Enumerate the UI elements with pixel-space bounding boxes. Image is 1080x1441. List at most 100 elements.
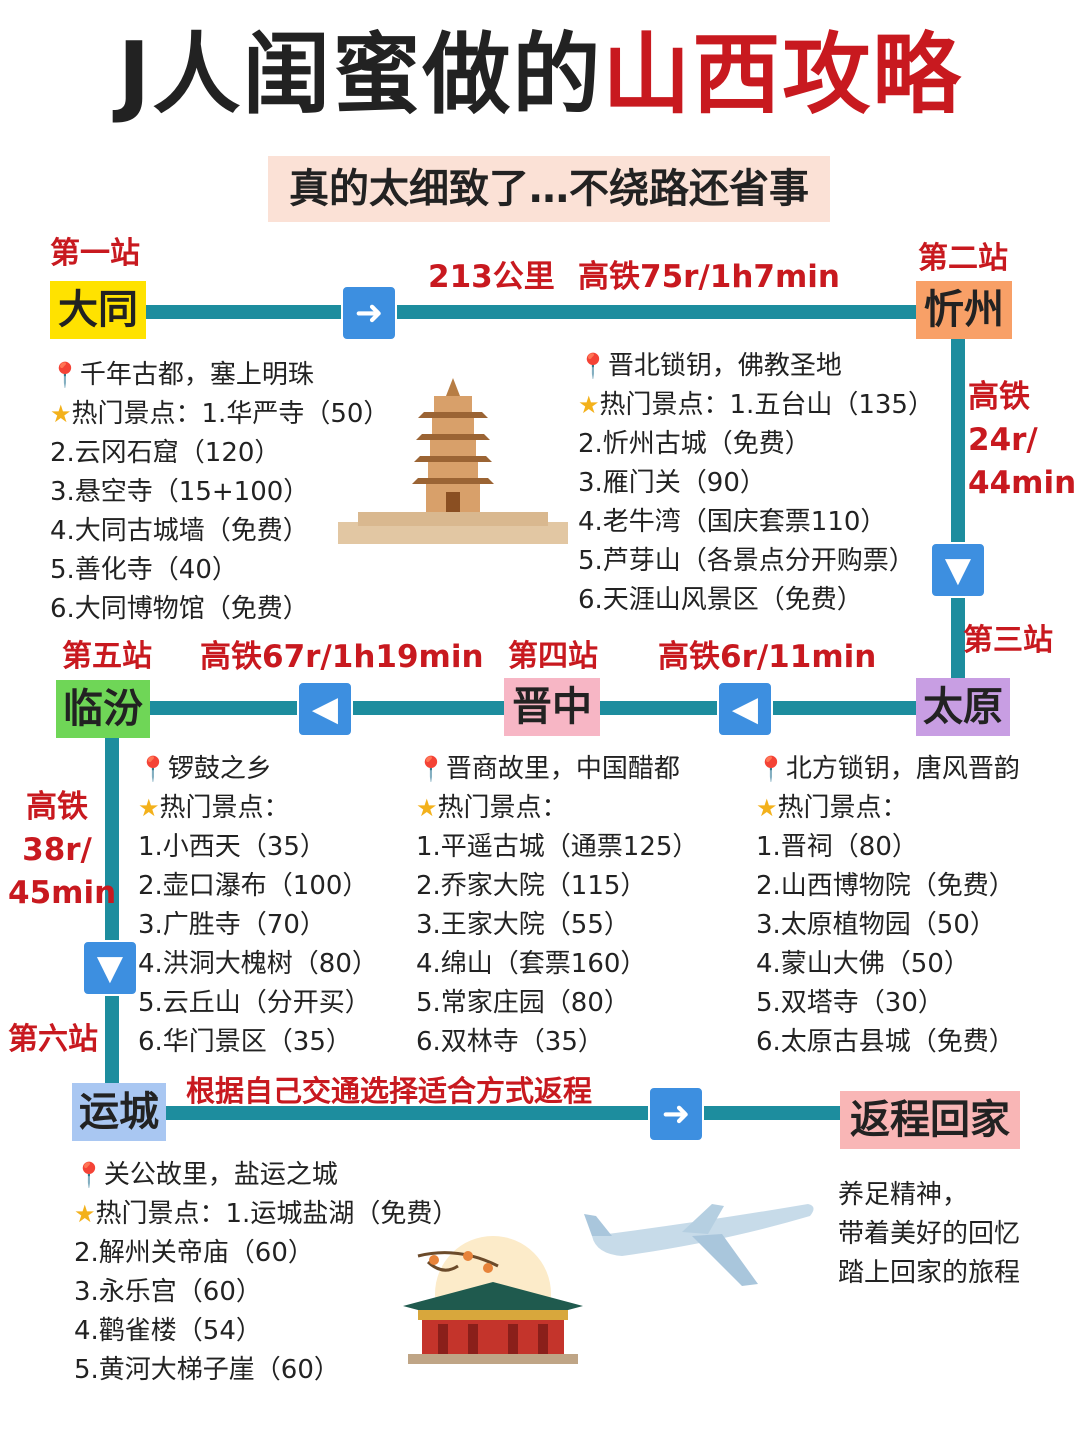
title-part2: 山西攻略 xyxy=(602,23,963,126)
info-yuncheng: 📍关公故里，盐运之城 ★热门景点：1.运城盐湖（免费） 2.解州关帝庙（60） … xyxy=(74,1156,458,1390)
list-item: 1.平遥古城（通票125） xyxy=(416,832,699,862)
pagoda-illustration xyxy=(338,378,568,544)
city-badge-jinzhong: 晋中 xyxy=(504,678,600,736)
arrow-left-icon: ◀ xyxy=(717,681,773,737)
list-item: 2.解州关帝庙（60） xyxy=(74,1238,314,1268)
station-label-4: 第四站 xyxy=(508,639,598,674)
info-hot: 热门景点： xyxy=(437,793,568,823)
list-item: 5.芦芽山（各景点分开购票） xyxy=(578,546,915,576)
route-train-2-line3: 44min xyxy=(968,465,1077,501)
info-motto: 关公故里，盐运之城 xyxy=(103,1160,338,1190)
list-item: 5.云丘山（分开买） xyxy=(138,988,371,1018)
list-item: 2.忻州古城（免费） xyxy=(578,429,811,459)
info-motto: 晋商故里，中国醋都 xyxy=(445,754,680,784)
star-icon: ★ xyxy=(416,794,438,822)
arrow-left-icon: ◀ xyxy=(297,681,353,737)
route-train-3: 高铁6r/11min xyxy=(658,639,877,675)
list-item: 5.善化寺（40） xyxy=(50,555,238,585)
route-line-datong-xinzhou xyxy=(140,305,930,319)
info-jinzhong: 📍晋商故里，中国醋都 ★热门景点： 1.平遥古城（通票125） 2.乔家大院（1… xyxy=(416,750,698,1062)
list-item: 3.太原植物园（50） xyxy=(756,910,996,940)
station-label-6: 第六站 xyxy=(8,1022,98,1057)
list-item: 2.云冈石窟（120） xyxy=(50,438,281,468)
list-item: 4.蒙山大佛（50） xyxy=(756,949,970,979)
info-motto: 锣鼓之乡 xyxy=(167,754,272,784)
arrow-down-icon: ▼ xyxy=(82,940,138,996)
arrow-down-icon: ▼ xyxy=(930,542,986,598)
info-motto: 北方锁钥，唐风晋韵 xyxy=(785,754,1020,784)
city-badge-taiyuan: 太原 xyxy=(916,678,1010,736)
route-line-linfen-yuncheng xyxy=(105,735,119,1085)
list-item: 6.大同博物馆（免费） xyxy=(50,594,309,624)
list-item: 2.山西博物院（免费） xyxy=(756,871,1015,901)
station-label-1: 第一站 xyxy=(50,236,140,271)
info-hot: 热门景点：1.运城盐湖（免费） xyxy=(95,1199,459,1229)
route-train-1: 高铁75r/1h7min xyxy=(578,259,840,295)
route-train-5-line3: 45min xyxy=(8,875,117,911)
star-icon: ★ xyxy=(74,1200,96,1228)
title-part1: J人闺蜜做的 xyxy=(117,23,603,126)
route-train-2-line1: 高铁 xyxy=(968,379,1030,415)
list-item: 3.王家大院（55） xyxy=(416,910,630,940)
list-item: 3.广胜寺（70） xyxy=(138,910,326,940)
pin-icon: 📍 xyxy=(416,755,446,783)
route-distance-1: 213公里 xyxy=(428,259,555,295)
route-train-2: 高铁 24r/ 44min xyxy=(968,376,1076,505)
route-train-4: 高铁67r/1h19min xyxy=(200,639,484,675)
list-item: 4.老牛湾（国庆套票110） xyxy=(578,507,887,537)
info-linfen: 📍锣鼓之乡 ★热门景点： 1.小西天（35） 2.壶口瀑布（100） 3.广胜寺… xyxy=(138,750,378,1062)
city-badge-home: 返程回家 xyxy=(840,1091,1020,1149)
list-item: 5.常家庄园（80） xyxy=(416,988,630,1018)
station-label-2: 第二站 xyxy=(918,241,1008,276)
star-icon: ★ xyxy=(756,794,778,822)
info-hot: 热门景点： xyxy=(159,793,290,823)
info-datong: 📍千年古都，塞上明珠 ★热门景点：1.华严寺（50） 2.云冈石窟（120） 3… xyxy=(50,356,389,629)
pin-icon: 📍 xyxy=(578,352,608,380)
route-train-2-line2: 24r/ xyxy=(968,422,1038,458)
return-note-line: 踏上回家的旅程 xyxy=(838,1258,1021,1288)
pin-icon: 📍 xyxy=(138,755,168,783)
star-icon: ★ xyxy=(50,400,72,428)
list-item: 2.壶口瀑布（100） xyxy=(138,871,369,901)
list-item: 2.乔家大院（115） xyxy=(416,871,647,901)
arrow-right-icon: ➜ xyxy=(648,1086,704,1142)
temple-illustration xyxy=(403,1236,583,1364)
list-item: 3.永乐宫（60） xyxy=(74,1277,262,1307)
list-item: 5.黄河大梯子崖（60） xyxy=(74,1355,340,1385)
info-hot: 热门景点：1.五台山（135） xyxy=(599,390,934,420)
list-item: 5.双塔寺（30） xyxy=(756,988,944,1018)
city-badge-yuncheng: 运城 xyxy=(72,1083,166,1141)
list-item: 3.雁门关（90） xyxy=(578,468,766,498)
list-item: 4.鹳雀楼（54） xyxy=(74,1316,262,1346)
pin-icon: 📍 xyxy=(74,1161,104,1189)
info-hot: 热门景点： xyxy=(777,793,908,823)
station-label-5: 第五站 xyxy=(62,639,152,674)
info-motto: 晋北锁钥，佛教圣地 xyxy=(607,351,842,381)
page-title: J人闺蜜做的山西攻略 xyxy=(0,20,1080,130)
return-note: 养足精神， 带着美好的回忆 踏上回家的旅程 xyxy=(838,1176,1020,1293)
list-item: 6.双林寺（35） xyxy=(416,1027,604,1057)
station-label-3: 第三站 xyxy=(963,623,1053,658)
route-train-5-line2: 38r/ xyxy=(22,832,92,868)
info-motto: 千年古都，塞上明珠 xyxy=(79,360,314,390)
list-item: 6.太原古县城（免费） xyxy=(756,1027,1015,1057)
list-item: 1.晋祠（80） xyxy=(756,832,918,862)
list-item: 4.绵山（套票160） xyxy=(416,949,647,979)
city-badge-xinzhou: 忻州 xyxy=(916,281,1012,339)
info-taiyuan: 📍北方锁钥，唐风晋韵 ★热门景点： 1.晋祠（80） 2.山西博物院（免费） 3… xyxy=(756,750,1020,1062)
arrow-right-icon: ➜ xyxy=(341,285,397,341)
pin-icon: 📍 xyxy=(756,755,786,783)
list-item: 3.悬空寺（15+100） xyxy=(50,477,310,507)
list-item: 6.华门景区（35） xyxy=(138,1027,352,1057)
info-hot: 热门景点：1.华严寺（50） xyxy=(71,399,390,429)
list-item: 4.大同古城墙（免费） xyxy=(50,516,309,546)
city-badge-datong: 大同 xyxy=(50,281,146,339)
return-note-line: 带着美好的回忆 xyxy=(838,1219,1021,1249)
star-icon: ★ xyxy=(138,794,160,822)
subtitle-banner: 真的太细致了…不绕路还省事 xyxy=(268,156,830,222)
info-xinzhou: 📍晋北锁钥，佛教圣地 ★热门景点：1.五台山（135） 2.忻州古城（免费） 3… xyxy=(578,347,934,620)
route-train-5: 高铁 38r/ 45min xyxy=(8,786,117,915)
star-icon: ★ xyxy=(578,391,600,419)
airplane-illustration xyxy=(584,1204,814,1286)
route-return: 根据自己交通选择适合方式返程 xyxy=(186,1074,593,1108)
